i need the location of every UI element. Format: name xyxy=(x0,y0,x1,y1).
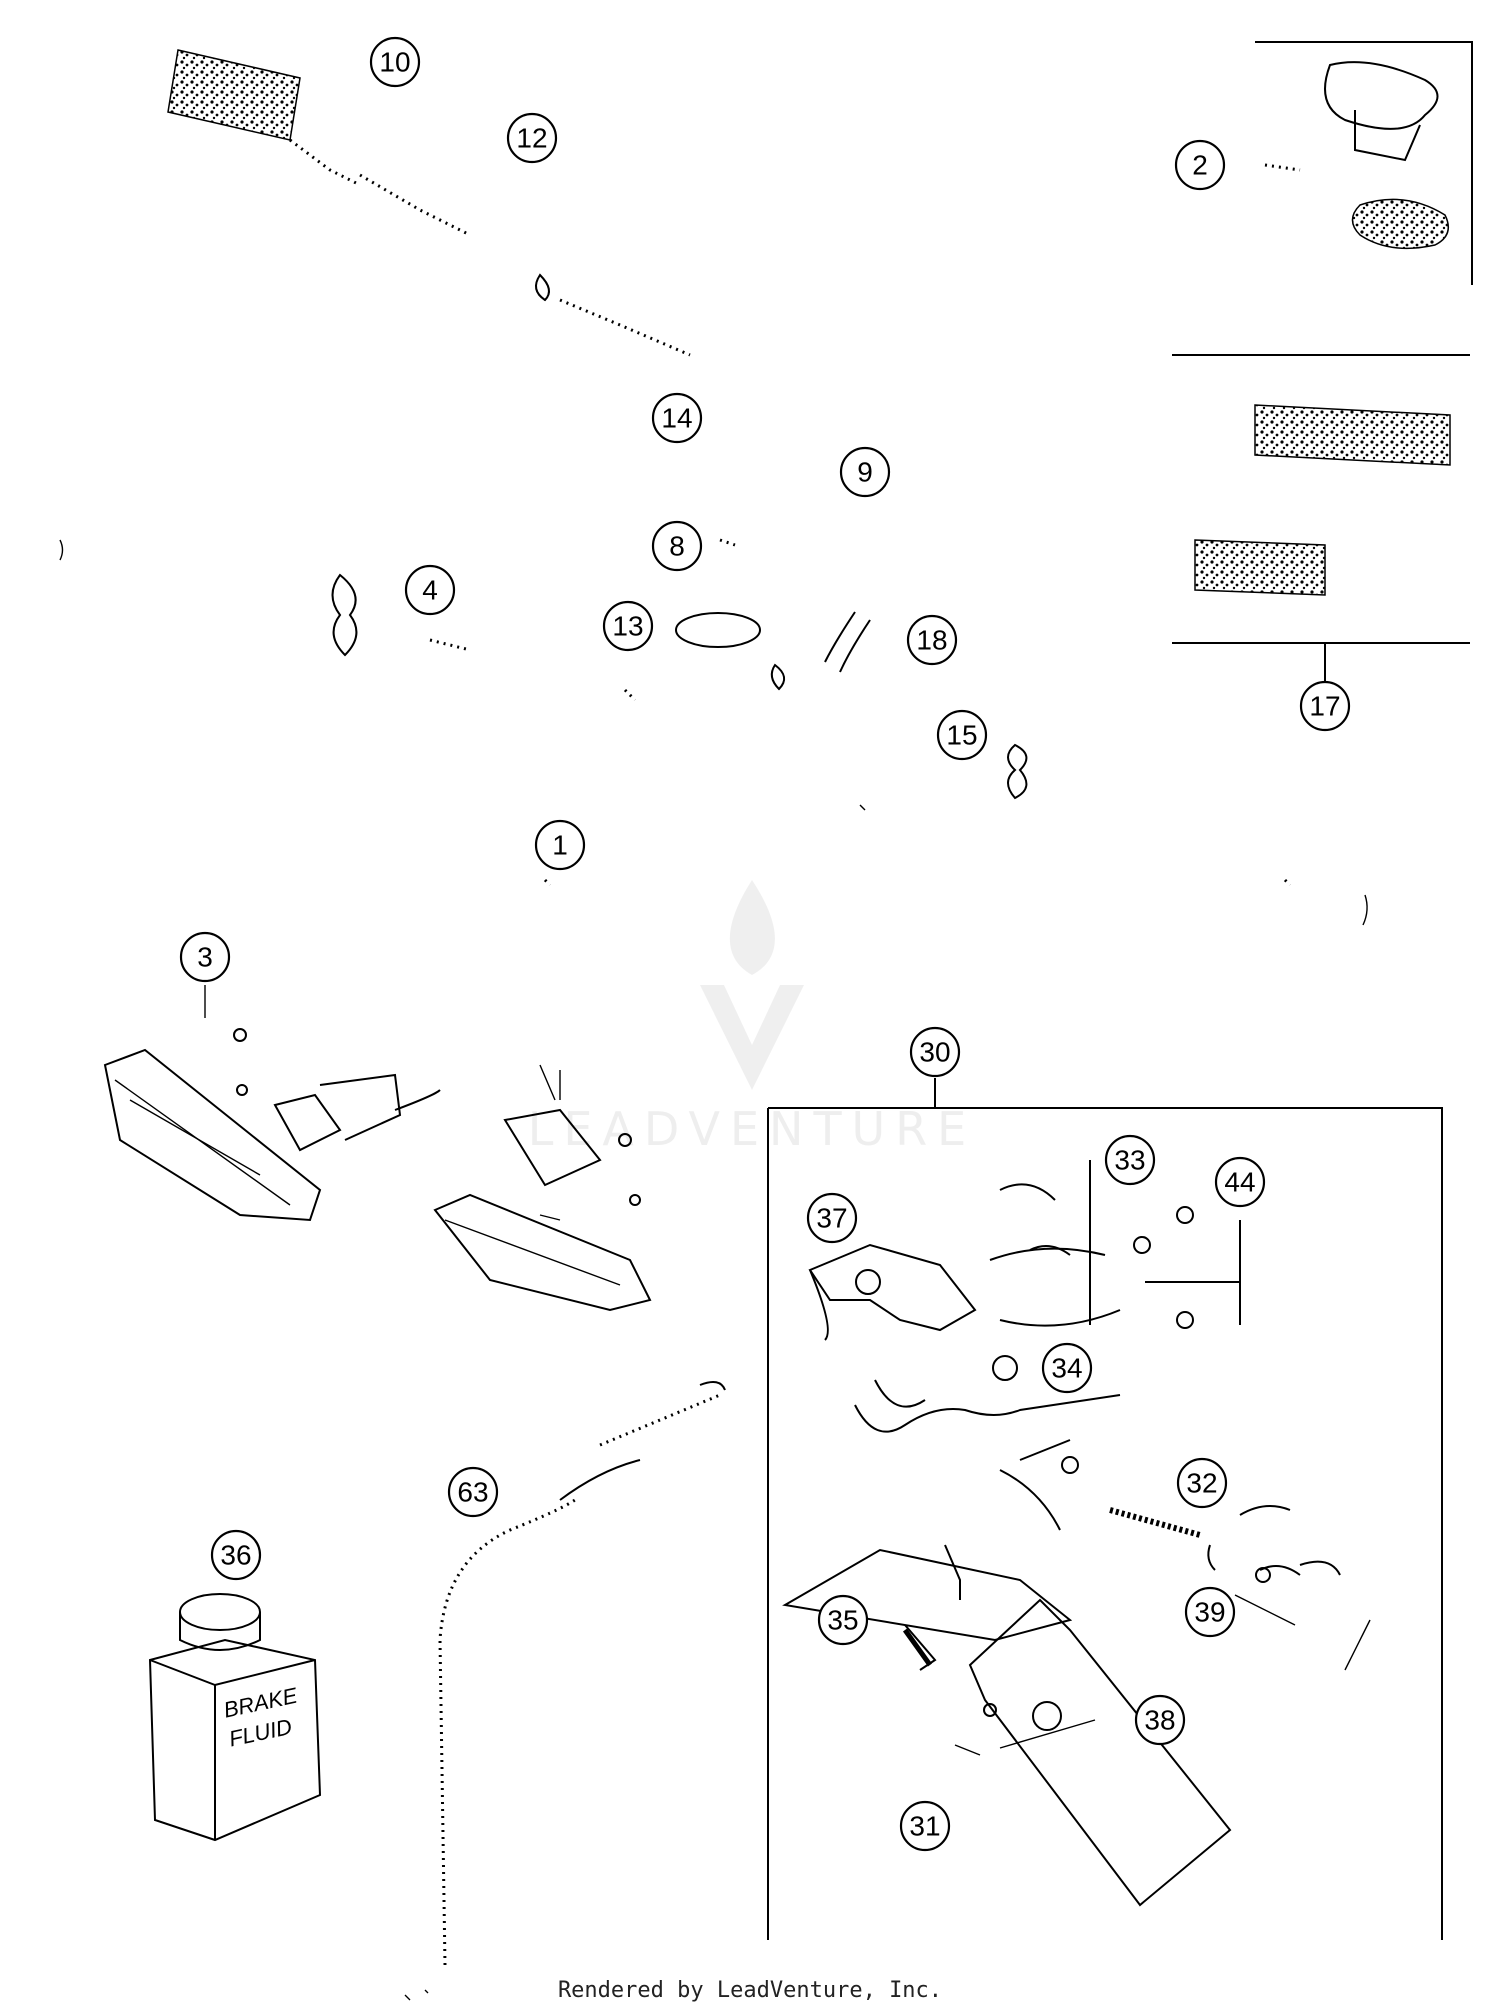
svg-text:30: 30 xyxy=(919,1037,950,1068)
hand-guard-3 xyxy=(103,985,652,1312)
v-logo-icon xyxy=(700,985,804,1090)
callout-44[interactable]: 44 xyxy=(1214,1156,1266,1208)
callout-4[interactable]: 4 xyxy=(404,564,456,616)
callout-15[interactable]: 15 xyxy=(936,709,988,761)
grip-left-inset xyxy=(1194,539,1326,596)
bottle-cap-ribs xyxy=(179,1612,261,1651)
bar-clamp-piece xyxy=(535,273,550,302)
hose-18 xyxy=(824,611,871,673)
callout-35[interactable]: 35 xyxy=(817,1594,869,1646)
callout-38[interactable]: 38 xyxy=(1134,1694,1186,1746)
bolt-15 xyxy=(1007,743,1028,800)
svg-text:1: 1 xyxy=(552,830,568,861)
svg-text:2: 2 xyxy=(1192,150,1208,181)
watermark-text: LEADVENTURE xyxy=(528,1102,977,1156)
callout-12[interactable]: 12 xyxy=(506,112,558,164)
callout-32[interactable]: 32 xyxy=(1176,1457,1228,1509)
callout-9[interactable]: 9 xyxy=(839,446,891,498)
brake-line-63 xyxy=(404,1380,726,2001)
callout-2[interactable]: 2 xyxy=(1174,139,1226,191)
svg-text:10: 10 xyxy=(379,47,410,78)
callout-13[interactable]: 13 xyxy=(602,600,654,652)
bar-end-4 xyxy=(331,573,358,657)
svg-text:4: 4 xyxy=(422,575,438,606)
grip-set-17 xyxy=(1172,354,1470,685)
svg-text:14: 14 xyxy=(661,403,692,434)
inset-frame-2 xyxy=(1255,41,1473,285)
svg-text:37: 37 xyxy=(816,1203,847,1234)
svg-text:3: 3 xyxy=(197,942,213,973)
svg-text:63: 63 xyxy=(457,1477,488,1508)
callout-34[interactable]: 34 xyxy=(1041,1342,1093,1394)
callout-8[interactable]: 8 xyxy=(651,520,703,572)
grip-left xyxy=(167,49,301,141)
bottle-cap xyxy=(179,1593,261,1631)
svg-text:13: 13 xyxy=(612,611,643,642)
callout-63[interactable]: 63 xyxy=(447,1466,499,1518)
svg-text:9: 9 xyxy=(857,457,873,488)
lever-35 xyxy=(782,1548,1073,1642)
svg-text:32: 32 xyxy=(1186,1468,1217,1499)
callout-14[interactable]: 14 xyxy=(651,392,703,444)
brake-fluid-bottle-36: BRAKE FLUID xyxy=(148,1593,322,1842)
callout-31[interactable]: 31 xyxy=(899,1800,951,1852)
clamp-bolt xyxy=(770,663,786,691)
svg-text:8: 8 xyxy=(669,531,685,562)
guard-clamp-right xyxy=(503,1108,602,1187)
callout-39[interactable]: 39 xyxy=(1184,1586,1236,1638)
boot-kit xyxy=(944,1544,961,1600)
svg-text:17: 17 xyxy=(1309,691,1340,722)
svg-text:12: 12 xyxy=(516,123,547,154)
callout-10[interactable]: 10 xyxy=(369,36,421,88)
reservoir-cap-33 xyxy=(999,1183,1071,1256)
svg-text:18: 18 xyxy=(916,625,947,656)
seal-kit-31 xyxy=(968,1598,1232,1907)
svg-text:33: 33 xyxy=(1114,1145,1145,1176)
callout-33[interactable]: 33 xyxy=(1104,1134,1156,1186)
grip-right xyxy=(1254,404,1451,466)
master-cylinder-frame-30 xyxy=(767,1078,1443,1940)
o-ring-13 xyxy=(675,612,761,648)
callout-36[interactable]: 36 xyxy=(210,1529,262,1581)
callout-37[interactable]: 37 xyxy=(806,1192,858,1244)
svg-text:39: 39 xyxy=(1194,1597,1225,1628)
callout-18[interactable]: 18 xyxy=(906,614,958,666)
callout-1[interactable]: 1 xyxy=(534,819,586,871)
guard-clamp-left xyxy=(273,1093,342,1152)
svg-text:44: 44 xyxy=(1224,1167,1255,1198)
footer-credit: Rendered by LeadVenture, Inc. xyxy=(557,1978,943,2003)
svg-text:35: 35 xyxy=(827,1605,858,1636)
piston-39 xyxy=(1239,1505,1341,1576)
hand-guard-left xyxy=(103,1048,322,1222)
callout-30[interactable]: 30 xyxy=(909,1026,961,1078)
watermark: LEADVENTURE xyxy=(528,880,977,1156)
spring-32 xyxy=(1109,1507,1201,1538)
callout-3[interactable]: 3 xyxy=(179,931,231,983)
hand-guard-right xyxy=(433,1193,652,1312)
svg-text:34: 34 xyxy=(1051,1353,1082,1384)
svg-text:15: 15 xyxy=(946,720,977,751)
svg-text:36: 36 xyxy=(220,1540,251,1571)
flame-logo-icon xyxy=(729,880,775,975)
handlebar-group xyxy=(59,49,1368,926)
callout-17[interactable]: 17 xyxy=(1299,680,1351,732)
lever-guard-2a xyxy=(1324,61,1439,130)
lever-body xyxy=(854,1394,1121,1433)
master-cylinder-body-37 xyxy=(808,1243,977,1332)
svg-text:31: 31 xyxy=(909,1811,940,1842)
lever-guard-2b xyxy=(1351,198,1450,250)
svg-text:38: 38 xyxy=(1144,1705,1175,1736)
